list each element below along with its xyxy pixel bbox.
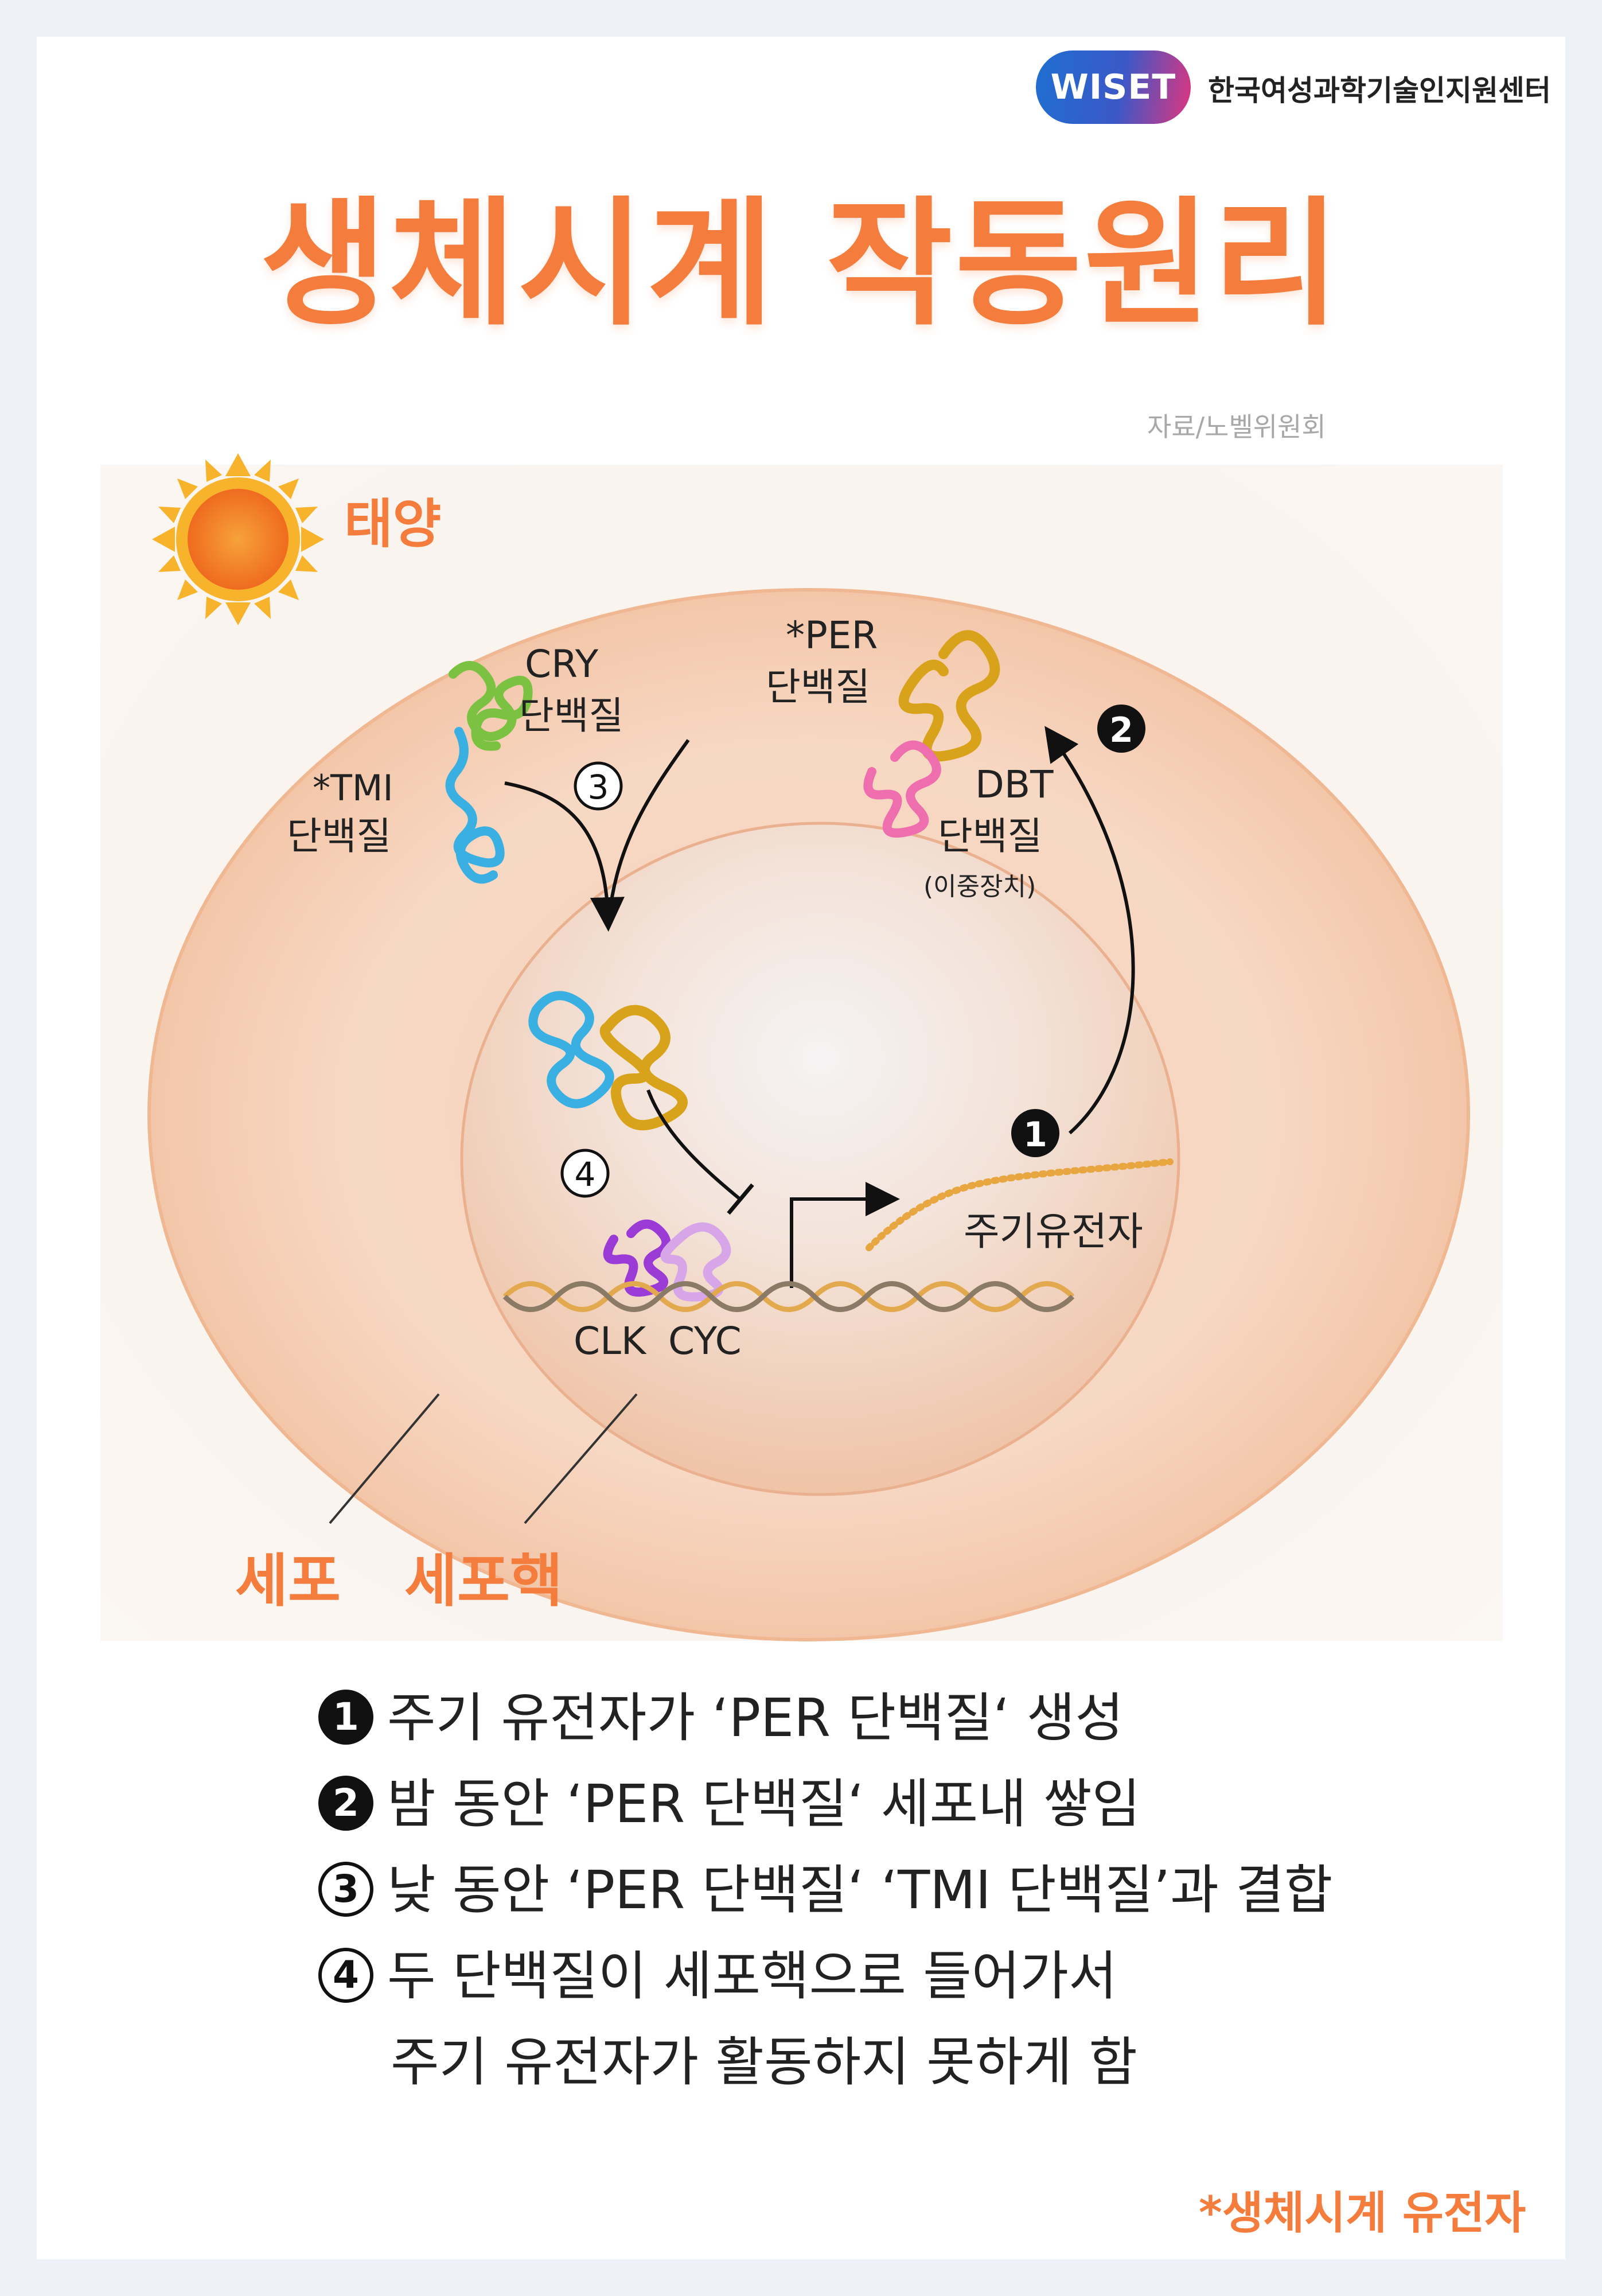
legend-item-1-text: 주기 유전자가 ‘PER 단백질‘ 생성 (387, 1687, 1124, 1749)
nucleus (460, 822, 1180, 1496)
dna-strand-b (502, 1281, 1075, 1312)
tmi-to-nucleus-arrow (504, 781, 625, 932)
legend-item-4-continued: 주기 유전자가 활동하지 못하게 함 (391, 2032, 1137, 2093)
logo-badge: WISET (1036, 50, 1191, 124)
per-label-1: *PER (786, 613, 878, 657)
tmi-label-1: *TMI (313, 767, 393, 809)
step2-marker (1097, 705, 1145, 753)
dna-strand-a (502, 1281, 1075, 1312)
cry-to-nucleus-arrow (607, 739, 690, 919)
step4-marker (560, 1149, 610, 1198)
inhibition-bar (727, 1183, 754, 1215)
dbt-protein (863, 740, 941, 838)
page-title: 생체시계 작동원리 (260, 184, 1342, 344)
dbt-label-1: DBT (975, 762, 1054, 807)
cell-label: 세포 (235, 1547, 341, 1614)
step3-marker (574, 761, 623, 811)
step1-legend-marker: 1 (318, 1689, 373, 1745)
gene-label: 주기유전자 (964, 1209, 1143, 1255)
footnote: *생체시계 유전자 (1199, 2188, 1526, 2239)
clk-protein (603, 1219, 671, 1297)
mrna-backbone (867, 1160, 1171, 1250)
wiset-logo: WISET 한국여성과학기술인지원센터 (1036, 40, 1575, 138)
step4-marker-label: 4 (575, 1155, 596, 1194)
step4-legend-marker: 4 (318, 1947, 373, 2003)
sun-label: 태양 (344, 493, 441, 555)
cell-pointer-line (329, 1393, 440, 1524)
cry-protein (449, 661, 533, 751)
tmi-protein (445, 727, 505, 884)
dbt-label-3: (이중장치) (923, 872, 1036, 901)
dbt-label-2: 단백질 (938, 814, 1042, 858)
step1-marker (1011, 1109, 1059, 1157)
clk-label: CLK (574, 1319, 647, 1363)
logo-org-name: 한국여성과학기술인지원센터 (1208, 74, 1551, 107)
cry-label-2: 단백질 (519, 694, 623, 738)
transcription-arrow (790, 1182, 900, 1288)
step3-legend-marker: 3 (318, 1861, 373, 1917)
legend-item-4-text: 두 단백질이 세포핵으로 들어가서 (387, 1945, 1117, 2007)
gene-to-per-arrow (1044, 726, 1135, 1135)
nucleus-pointer-line (524, 1393, 638, 1524)
nucleus-label: 세포핵 (404, 1547, 563, 1614)
sun-icon (152, 453, 324, 625)
per-protein (898, 630, 1000, 762)
source-credit: 자료/노벨위원회 (1147, 411, 1326, 442)
tmi-per-complex-blue (528, 991, 614, 1108)
legend-item-3-text: 낮 동안 ‘PER 단백질‘ ‘TMI 단백질’과 결합 (387, 1859, 1333, 1921)
cry-label-1: CRY (525, 642, 599, 686)
tmi-per-complex-gold (599, 1005, 688, 1131)
step2-legend-marker: 2 (318, 1775, 373, 1831)
tmi-label-2: 단백질 (287, 814, 391, 858)
legend-item-2-text: 밤 동안 ‘PER 단백질‘ 세포내 쌓임 (387, 1773, 1141, 1835)
step1-marker-label: 1 (1023, 1115, 1047, 1155)
per-label-2: 단백질 (766, 665, 870, 709)
step3-marker-label: 3 (588, 768, 609, 807)
step2-marker-label: 2 (1109, 710, 1133, 750)
inhibition-line (646, 1089, 741, 1201)
cyc-label: CYC (668, 1319, 742, 1363)
